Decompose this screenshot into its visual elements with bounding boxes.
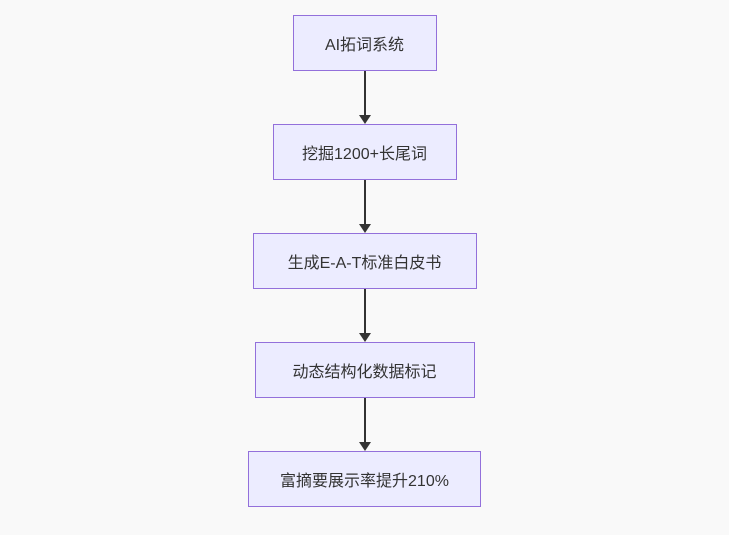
flow-node-structured-data: 动态结构化数据标记 [254, 342, 475, 398]
arrowhead-down-icon [358, 333, 371, 342]
edge-line [363, 71, 366, 115]
flow-edge-1 [358, 71, 372, 124]
flow-edge-3 [358, 289, 372, 342]
arrowhead-down-icon [358, 442, 371, 451]
flow-node-longtail-keywords: 挖掘1200+长尾词 [272, 124, 457, 180]
arrowhead-down-icon [358, 115, 371, 124]
edge-line [363, 180, 366, 224]
edge-line [363, 398, 366, 442]
arrowhead-down-icon [358, 224, 371, 233]
edge-line [363, 289, 366, 333]
flow-node-rich-snippet-result: 富摘要展示率提升210% [248, 451, 481, 507]
flow-edge-2 [358, 180, 372, 233]
flow-node-eat-whitepaper: 生成E-A-T标准白皮书 [252, 233, 477, 289]
flow-edge-4 [358, 398, 372, 451]
flow-node-ai-system: AI拓词系统 [292, 15, 437, 71]
